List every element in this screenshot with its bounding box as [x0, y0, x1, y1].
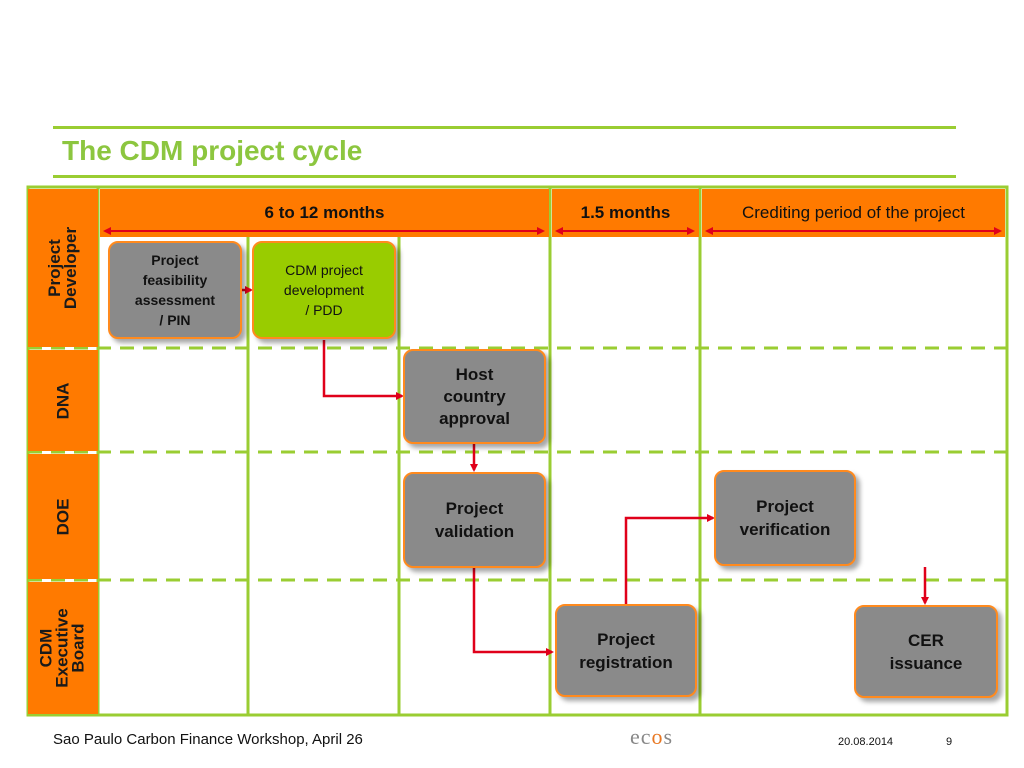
step-cer-issuance: CER issuance	[854, 605, 998, 698]
lane-label-dna: DNA	[28, 350, 98, 451]
footer-date: 20.08.2014	[838, 736, 894, 748]
step-project-verification: Project verification	[714, 470, 856, 566]
lane-label-project-developer: Project Developer	[28, 189, 98, 347]
step-project-validation: Project validation	[403, 472, 546, 568]
title-bottom-rule	[53, 175, 956, 178]
flow-arrow-pdd-to-approval	[322, 340, 404, 400]
title-top-rule	[53, 126, 956, 129]
flow-arrow-registration-to-verification	[624, 514, 715, 604]
lane-label-doe: DOE	[28, 454, 98, 579]
page-title: The CDM project cycle	[62, 135, 363, 166]
step-project-development-pdd: CDM project development / PDD	[252, 241, 396, 339]
footer-event: Sao Paulo Carbon Finance Workshop, April…	[53, 731, 363, 748]
page-number: 9	[946, 736, 953, 748]
ecos-logo: ecos	[630, 724, 674, 749]
step-host-country-approval: Host country approval	[403, 349, 546, 444]
flow-arrow-validation-to-registration	[472, 568, 554, 656]
step-feasibility-assessment: Project feasibility assessment / PIN	[108, 241, 242, 339]
step-project-registration: Project registration	[555, 604, 697, 697]
lane-label-executive-board: CDM Executive Board	[28, 582, 98, 714]
